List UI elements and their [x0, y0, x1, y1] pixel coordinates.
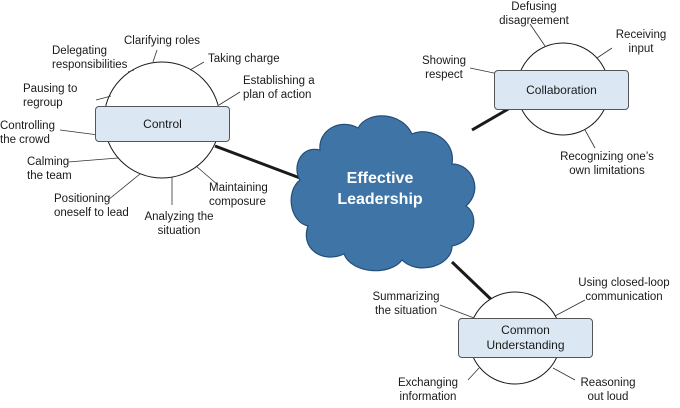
branch-label: Summarizing the situation [372, 291, 440, 317]
collaboration-node: Collaboration [494, 70, 629, 110]
common-understanding-branch-lines [439, 299, 586, 381]
connector-collaboration [471, 106, 511, 132]
center-title: Effective Leadership [337, 170, 423, 208]
branch-label: Exchanging information [397, 377, 459, 403]
branch-label: Clarifying roles [124, 35, 201, 47]
branch-label: Positioning oneself to lead [54, 193, 129, 219]
branch-label: Establishing a plan of action [243, 75, 315, 101]
branch-label: Controlling the crowd [0, 120, 55, 146]
branch-label: Defusing disagreement [499, 1, 569, 27]
common-understanding-node: Common Understanding [458, 318, 593, 358]
branch-label: Recognizing one’s own limitations [560, 151, 654, 177]
branch-label: Delegating responsibilities [52, 45, 128, 71]
branch-label: Analyzing the situation [144, 211, 214, 237]
connector-control [214, 144, 301, 180]
branch-label: Receiving input [615, 29, 667, 55]
control-node: Control [95, 106, 230, 142]
branch-label: Maintaining composure [209, 182, 268, 208]
cloud-shape [290, 115, 476, 272]
branch-label: Showing respect [421, 55, 467, 81]
branch-label: Pausing to regroup [23, 83, 78, 109]
branch-label: Calming the team [27, 156, 72, 182]
branch-label: Taking charge [208, 53, 280, 65]
branch-label: Reasoning out loud [580, 377, 636, 403]
branch-label: Using closed-loop communication [578, 277, 670, 303]
